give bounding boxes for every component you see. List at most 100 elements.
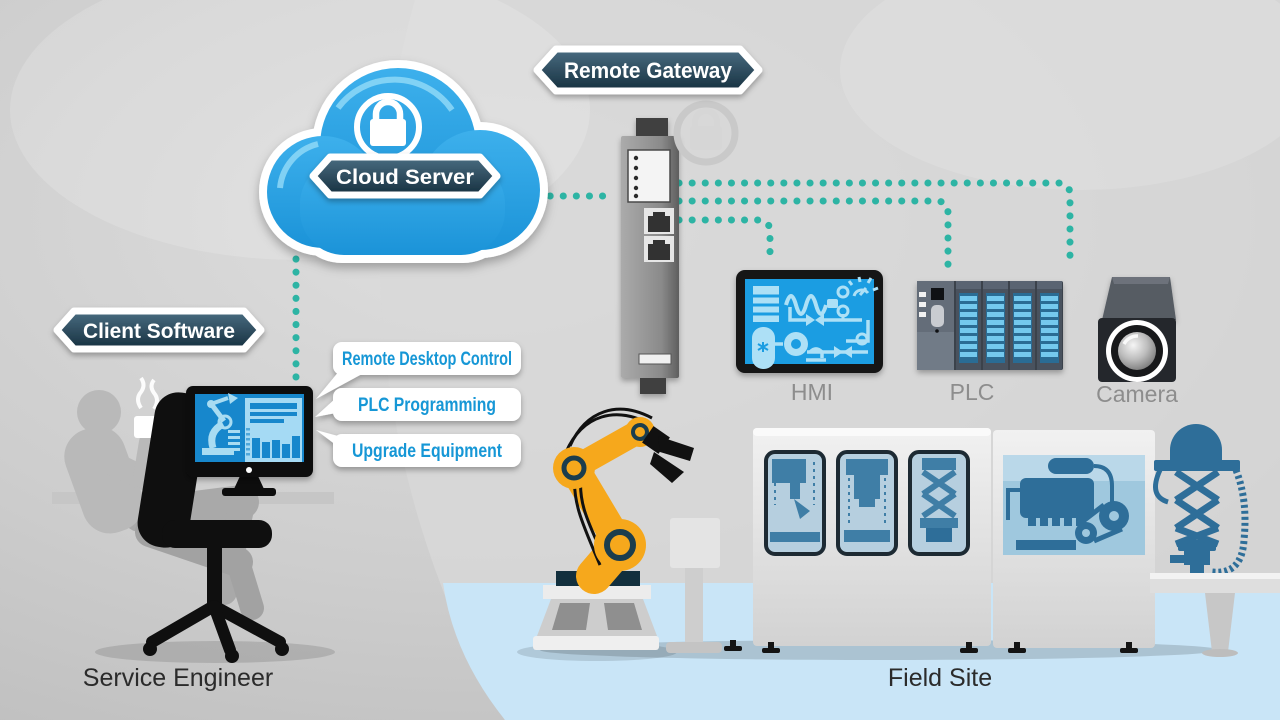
callout-plc-programming-label: PLC Programming xyxy=(358,395,496,416)
robot-pedestal-body xyxy=(537,599,657,636)
badge-remote-gateway: Remote Gateway xyxy=(533,45,763,95)
valves xyxy=(806,304,852,358)
robot-gripper xyxy=(642,426,694,483)
gateway-slot xyxy=(638,353,672,365)
lock-icon xyxy=(690,108,722,150)
feature-callouts: Remote Desktop Control PLC Programming U… xyxy=(315,342,521,467)
badge-cloud-server-label: Cloud Server xyxy=(336,166,474,189)
tool-left-cable xyxy=(1153,468,1169,505)
pedestal-panel-2 xyxy=(604,603,642,630)
faucet xyxy=(806,347,826,362)
hmi-scada-graphic xyxy=(752,276,879,369)
person-torso xyxy=(64,426,144,534)
callout-upgrade-equipment: Upgrade Equipment xyxy=(316,430,521,467)
robot-pedestal-base xyxy=(533,636,659,650)
badge-shape xyxy=(53,307,265,353)
gateway-bottom-clip xyxy=(640,378,666,394)
callout-remote-desktop-label: Remote Desktop Control xyxy=(342,349,512,370)
plc-screw xyxy=(935,329,939,333)
remote-gateway-device xyxy=(621,118,679,394)
field-site-caption: Field Site xyxy=(888,664,992,692)
cabinet-1-feet xyxy=(724,640,978,653)
cabinet-windows xyxy=(764,450,970,556)
plc-module xyxy=(1010,281,1035,370)
screen-dashboard-panel xyxy=(245,398,302,462)
chair-shadow xyxy=(95,641,335,663)
pedestal-panel-1 xyxy=(552,603,590,630)
engine-graphic xyxy=(1006,458,1129,550)
robot-arm xyxy=(533,407,694,650)
chair-wheel xyxy=(225,649,239,663)
background-highlight-right xyxy=(840,0,1280,190)
plc-modules xyxy=(956,281,1062,370)
plc-device xyxy=(917,281,1063,370)
service-engineer-scene: Remote Desktop Control PLC Programming U… xyxy=(52,342,521,663)
tool-coiled-cable xyxy=(1211,468,1249,576)
cabinet-top-edge xyxy=(753,428,991,436)
pedestal-base xyxy=(666,642,722,653)
chair-legs xyxy=(146,600,286,656)
line-gateway-to-plc xyxy=(675,197,952,275)
field-site xyxy=(517,407,1280,661)
gateway-lock xyxy=(673,100,739,166)
chair-seat xyxy=(162,520,272,548)
person-head xyxy=(77,390,121,434)
scissor-lattice xyxy=(1174,469,1220,548)
monitor-camera-dot xyxy=(246,467,252,473)
splash-gauge xyxy=(847,276,879,297)
gauge-2 xyxy=(855,332,869,346)
lock-ring xyxy=(673,100,739,166)
gateway-ethernet-ports xyxy=(644,208,674,262)
table-leg xyxy=(1205,593,1235,652)
screen-mini-lines xyxy=(228,430,240,451)
plc-label: PLC xyxy=(950,379,995,405)
gateway-top-clip xyxy=(636,118,668,138)
pump-core xyxy=(791,339,801,349)
machine-cabinet-1 xyxy=(724,428,991,653)
cabinet-2-feet xyxy=(1008,642,1138,653)
hmi-label: HMI xyxy=(791,379,833,405)
plc-cpu-leds xyxy=(919,292,926,317)
camera-top xyxy=(1102,277,1176,320)
monitor-stand xyxy=(234,476,264,489)
machine-cabinet-2 xyxy=(993,430,1155,653)
badge-shape xyxy=(309,153,501,199)
lock-icon xyxy=(370,98,406,146)
lift-machine xyxy=(920,458,958,542)
steam-icon xyxy=(136,376,159,411)
robot-joints xyxy=(553,417,655,571)
cloud-lock xyxy=(354,93,422,161)
line-cloud-to-client xyxy=(292,225,321,381)
client-monitor xyxy=(186,386,313,496)
chair-gaslift xyxy=(207,546,222,608)
monitor-base xyxy=(222,488,276,496)
tank-icon xyxy=(757,342,769,352)
screen-robot-graphic xyxy=(202,393,238,455)
chair-wheel xyxy=(143,642,157,656)
suspended-tool xyxy=(1150,424,1280,657)
badge-remote-gateway-label: Remote Gateway xyxy=(564,58,733,83)
service-engineer-caption: Service Engineer xyxy=(83,664,273,692)
cloud-highlight xyxy=(277,76,455,189)
callout-upgrade-equipment-label: Upgrade Equipment xyxy=(352,441,503,462)
plc-module xyxy=(956,281,981,370)
chair-wheel xyxy=(275,642,289,656)
plc-module xyxy=(983,281,1008,370)
callout-tail xyxy=(315,398,336,417)
plc-module xyxy=(1037,281,1062,370)
camera-device xyxy=(1098,277,1176,382)
press-machine xyxy=(844,459,890,542)
callout-plc-programming: PLC Programming xyxy=(315,388,521,421)
work-table-top xyxy=(1150,573,1280,579)
pedestal-screen xyxy=(670,518,720,568)
hmi-device xyxy=(736,270,883,373)
badge-client-software: Client Software xyxy=(53,307,265,353)
plc-vga xyxy=(931,305,944,327)
camera-label: Camera xyxy=(1096,381,1178,407)
badge-client-software-label: Client Software xyxy=(83,320,235,343)
table-foot xyxy=(1202,649,1238,657)
badge-cloud-server: Cloud Server xyxy=(309,153,501,199)
plc-cpu-lower xyxy=(917,332,954,370)
connection-lines xyxy=(292,179,1074,381)
